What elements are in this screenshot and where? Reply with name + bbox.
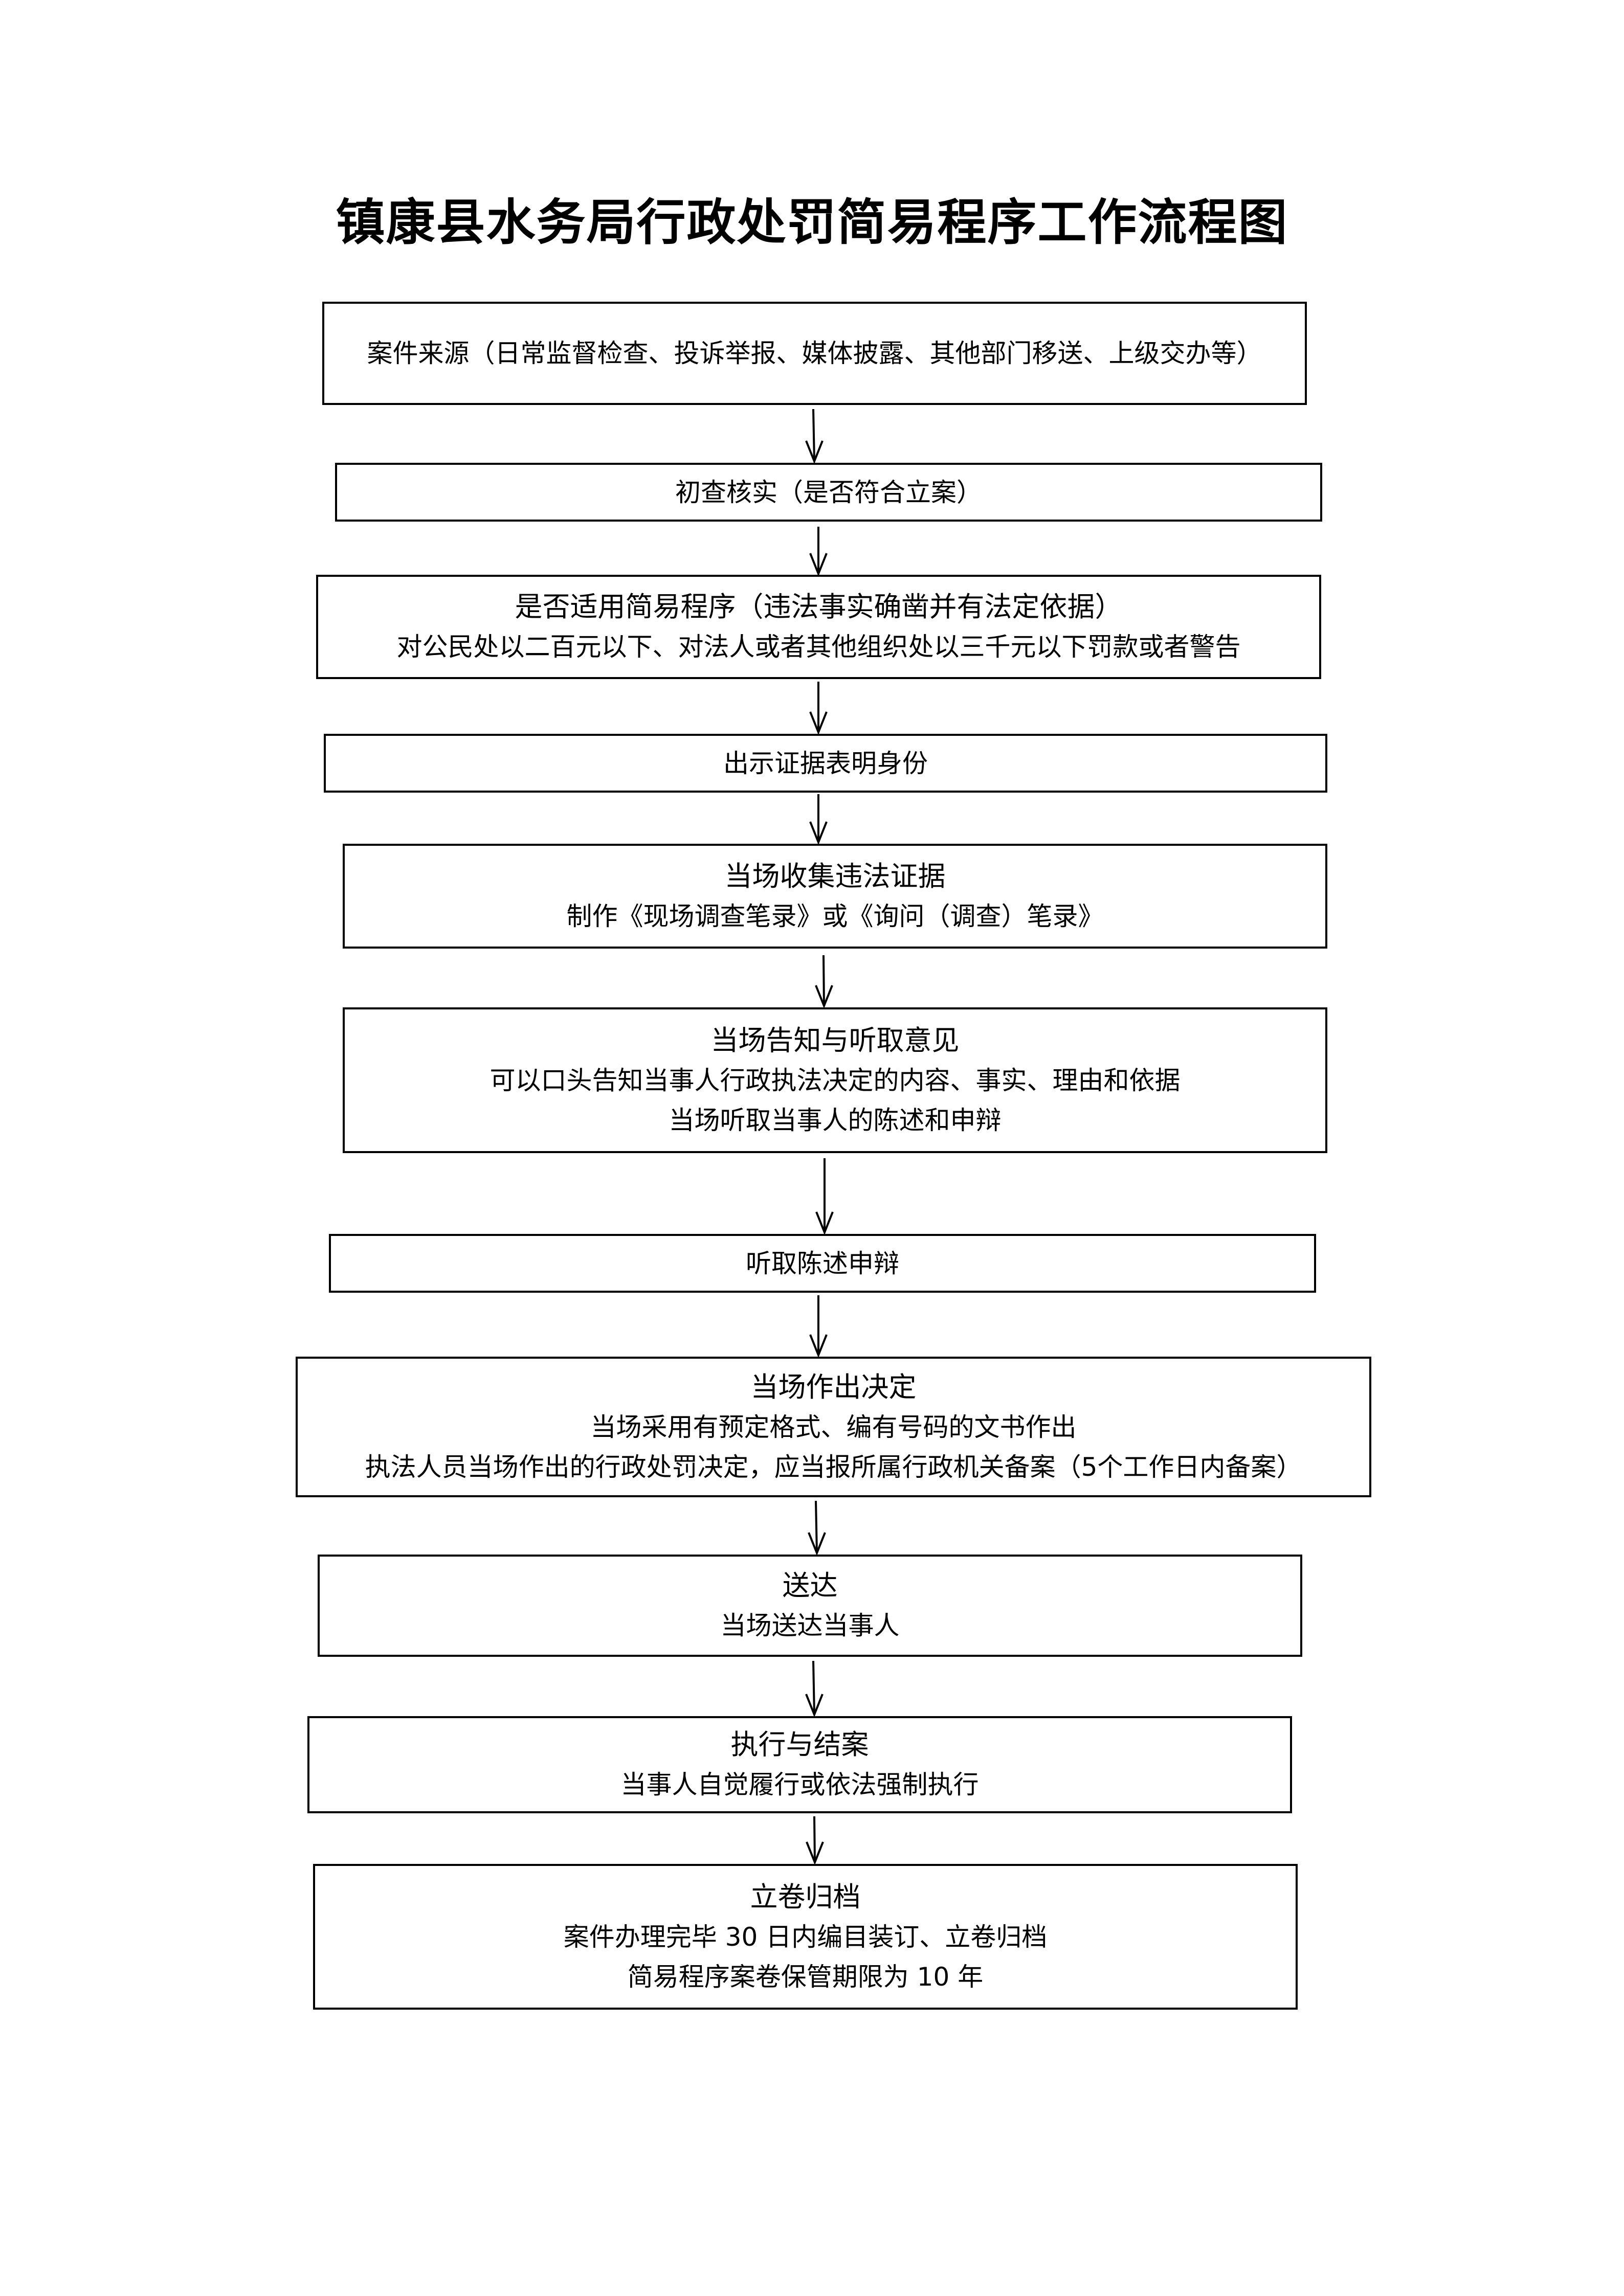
arrow-down-icon bbox=[809, 682, 828, 735]
arrow-down-icon bbox=[805, 1660, 824, 1718]
step-heading: 是否适用简易程序（违法事实确凿并有法定依据） bbox=[515, 591, 1123, 623]
step-text: 听取陈述申辩 bbox=[746, 1248, 899, 1278]
step-heading: 送达 bbox=[782, 1569, 838, 1602]
arrow-down-icon bbox=[809, 1295, 828, 1358]
step-heading: 当场作出决定 bbox=[750, 1370, 917, 1403]
step-heading: 执行与结案 bbox=[730, 1728, 869, 1761]
arrow-down-icon bbox=[805, 409, 824, 464]
step-text: 出示证据表明身份 bbox=[723, 748, 928, 778]
step-text: 案件来源（日常监督检查、投诉举报、媒体披露、其他部门移送、上级交办等） bbox=[367, 339, 1262, 368]
step-preliminary-check: 初查核实（是否符合立案） bbox=[335, 463, 1322, 522]
step-text: 当场送达当事人 bbox=[720, 1611, 900, 1640]
step-heading: 当场告知与听取意见 bbox=[710, 1024, 960, 1056]
step-text: 初查核实（是否符合立案） bbox=[675, 477, 982, 507]
step-text: 当场采用有预定格式、编有号码的文书作出 bbox=[590, 1412, 1077, 1442]
arrow-down-icon bbox=[809, 527, 828, 577]
arrow-down-icon bbox=[809, 794, 828, 845]
step-text: 执法人员当场作出的行政处罚决定，应当报所属行政机关备案（5个工作日内备案） bbox=[365, 1452, 1302, 1482]
step-archive: 立卷归档 案件办理完毕 30 日内编目装订、立卷归档 简易程序案卷保管期限为 1… bbox=[313, 1864, 1298, 2010]
step-notify-and-hear: 当场告知与听取意见 可以口头告知当事人行政执法决定的内容、事实、理由和依据 当场… bbox=[343, 1007, 1327, 1153]
step-execute-close: 执行与结案 当事人自觉履行或依法强制执行 bbox=[307, 1716, 1292, 1813]
step-simple-procedure-check: 是否适用简易程序（违法事实确凿并有法定依据） 对公民处以二百元以下、对法人或者其… bbox=[316, 575, 1321, 679]
step-text: 可以口头告知当事人行政执法决定的内容、事实、理由和依据 bbox=[490, 1065, 1181, 1095]
step-text: 对公民处以二百元以下、对法人或者其他组织处以三千元以下罚款或者警告 bbox=[396, 632, 1241, 662]
step-text: 制作《现场调查笔录》或《询问（调查）笔录》 bbox=[566, 901, 1104, 931]
step-show-credentials: 出示证据表明身份 bbox=[324, 734, 1327, 793]
step-heading: 当场收集违法证据 bbox=[724, 860, 946, 892]
step-collect-evidence: 当场收集违法证据 制作《现场调查笔录》或《询问（调查）笔录》 bbox=[343, 844, 1327, 949]
step-text: 当事人自觉履行或依法强制执行 bbox=[620, 1770, 979, 1799]
step-text: 当场听取当事人的陈述和申辩 bbox=[669, 1105, 1002, 1135]
step-text: 案件办理完毕 30 日内编目装订、立卷归档 bbox=[563, 1922, 1048, 1952]
step-heading: 立卷归档 bbox=[750, 1880, 861, 1913]
step-deliver: 送达 当场送达当事人 bbox=[318, 1555, 1302, 1657]
step-case-source: 案件来源（日常监督检查、投诉举报、媒体披露、其他部门移送、上级交办等） bbox=[322, 302, 1307, 405]
step-text: 简易程序案卷保管期限为 10 年 bbox=[627, 1962, 984, 1992]
step-hear-statement: 听取陈述申辩 bbox=[329, 1234, 1316, 1293]
step-make-decision: 当场作出决定 当场采用有预定格式、编有号码的文书作出 执法人员当场作出的行政处罚… bbox=[296, 1357, 1371, 1497]
arrow-down-icon bbox=[815, 1158, 834, 1235]
arrow-down-icon bbox=[815, 955, 833, 1009]
page-title: 镇康县水务局行政处罚简易程序工作流程图 bbox=[336, 193, 1288, 251]
arrow-down-icon bbox=[808, 1500, 826, 1556]
arrow-down-icon bbox=[806, 1816, 824, 1865]
